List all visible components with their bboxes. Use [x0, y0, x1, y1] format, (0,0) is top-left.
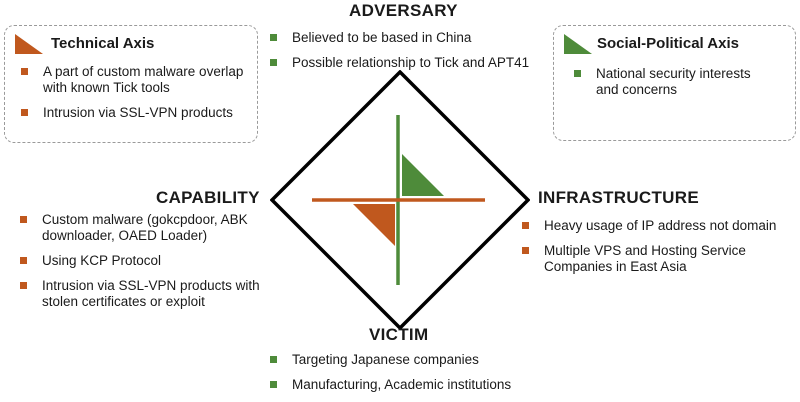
capability-list: Custom malware (gokcpdoor, ABK downloade… [16, 212, 268, 319]
list-item: Believed to be based in China [266, 30, 556, 46]
diamond-model-diagram [270, 70, 530, 330]
list-item: Multiple VPS and Hosting Service Compani… [518, 243, 798, 275]
capability-heading: CAPABILITY [156, 188, 260, 207]
list-item: Custom malware (gokcpdoor, ABK downloade… [16, 212, 268, 244]
list-item: National security interests and concerns [570, 66, 770, 98]
social-political-axis-list: National security interests and concerns [570, 66, 770, 107]
diamond-outline [270, 70, 530, 330]
orange-bullet-icon [522, 222, 529, 229]
social-political-axis-box: Social-Political Axis National security … [553, 25, 796, 141]
green-bullet-icon [270, 356, 277, 363]
list-item: Possible relationship to Tick and APT41 [266, 55, 556, 71]
green-bullet-icon [270, 381, 277, 388]
list-item: Heavy usage of IP address not domain [518, 218, 798, 234]
green-bullet-icon [574, 70, 581, 77]
social-political-axis-title: Social-Political Axis [597, 35, 739, 52]
technical-axis-list: A part of custom malware overlap with kn… [17, 64, 255, 130]
victim-heading: VICTIM [369, 325, 429, 344]
technical-axis-box: Technical Axis A part of custom malware … [4, 25, 258, 143]
list-item: A part of custom malware overlap with kn… [17, 64, 255, 96]
social-political-axis-shape [402, 154, 444, 196]
social-political-axis-triangle-icon [564, 34, 592, 54]
list-item: Targeting Japanese companies [266, 352, 566, 368]
list-item: Intrusion via SSL-VPN products [17, 105, 255, 121]
orange-bullet-icon [20, 257, 27, 264]
green-bullet-icon [270, 34, 277, 41]
infrastructure-heading: INFRASTRUCTURE [538, 188, 699, 207]
orange-bullet-icon [21, 109, 28, 116]
list-item: Using KCP Protocol [16, 253, 268, 269]
list-item: Intrusion via SSL-VPN products with stol… [16, 278, 268, 310]
adversary-heading: ADVERSARY [349, 1, 458, 20]
technical-axis-title: Technical Axis [51, 35, 155, 52]
technical-axis-shape [353, 204, 395, 246]
green-bullet-icon [270, 59, 277, 66]
technical-axis-triangle-icon [15, 34, 43, 54]
adversary-list: Believed to be based in China Possible r… [266, 30, 556, 80]
infrastructure-list: Heavy usage of IP address not domain Mul… [518, 218, 798, 284]
orange-bullet-icon [21, 68, 28, 75]
orange-bullet-icon [522, 247, 529, 254]
victim-list: Targeting Japanese companies Manufacturi… [266, 352, 566, 402]
orange-bullet-icon [20, 282, 27, 289]
list-item: Manufacturing, Academic institutions [266, 377, 566, 393]
orange-bullet-icon [20, 216, 27, 223]
